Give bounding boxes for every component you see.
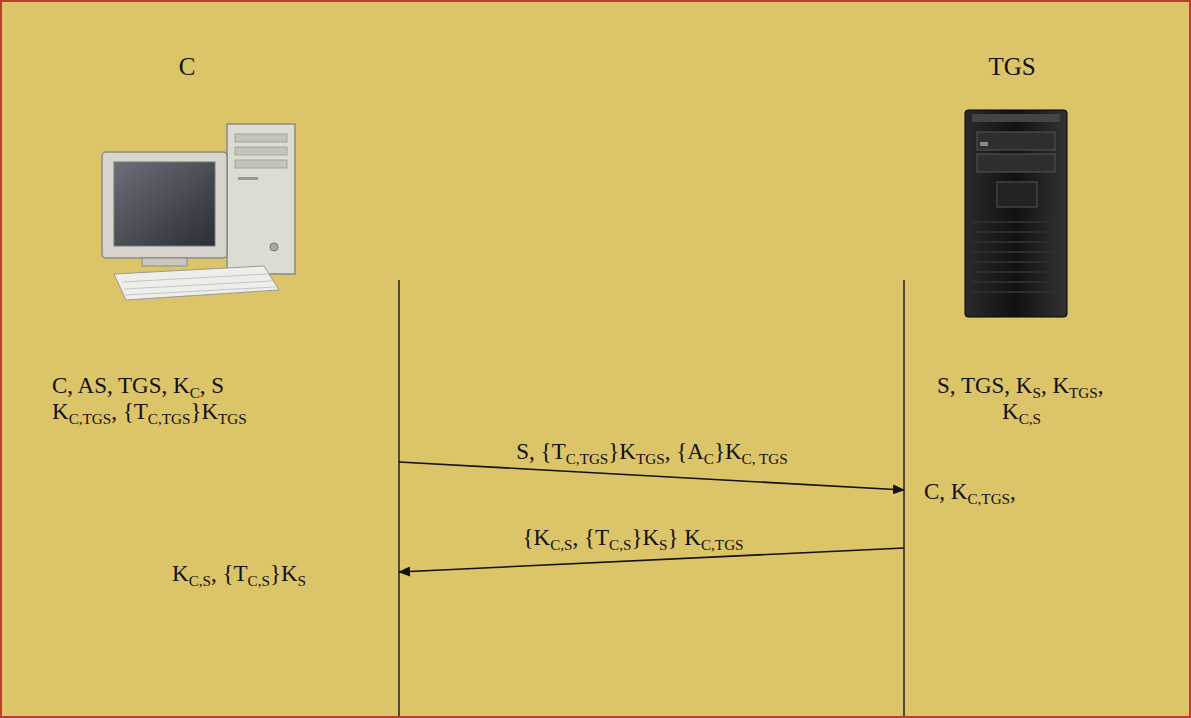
lifeline-column: TGS <box>904 32 1164 712</box>
computer-icon <box>102 124 295 300</box>
party-name: TGS <box>988 52 1035 82</box>
key-list: KC,S, {TC,S}KS <box>172 560 306 590</box>
lifeline <box>399 280 904 716</box>
message-arrow <box>399 548 904 572</box>
message-label: S, {TC,TGS}KTGS, {AC}KC, TGS <box>516 438 787 468</box>
party-name: C <box>179 52 196 82</box>
key-list: KC,S <box>1002 398 1041 428</box>
key-list: KC,TGS, {TC,TGS}KTGS <box>52 398 247 428</box>
key-list: C, KC,TGS, <box>924 478 1016 508</box>
key-list: C, AS, TGS, KC, S <box>52 372 224 402</box>
key-list: S, TGS, KS, KTGS, <box>937 372 1103 402</box>
message-label: {KC,S, {TC,S}KS} KC,TGS <box>522 524 743 554</box>
lifeline-column: C <box>32 32 399 712</box>
server-icon <box>965 110 1067 317</box>
